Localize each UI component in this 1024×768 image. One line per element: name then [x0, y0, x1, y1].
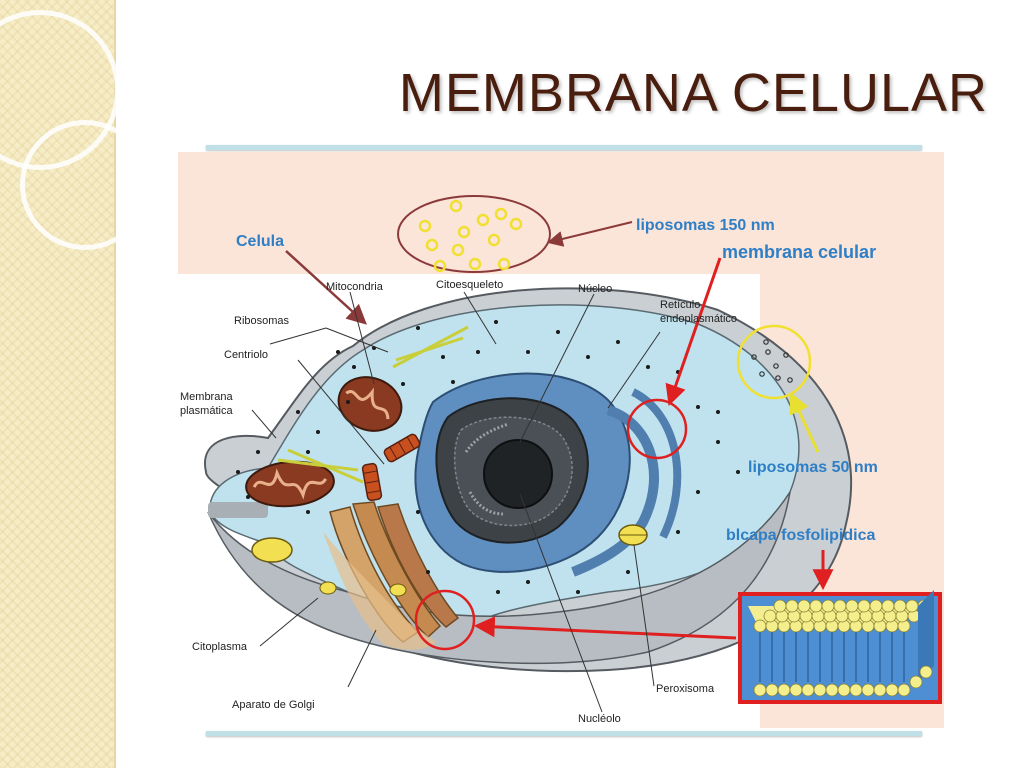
chromatin: [464, 422, 509, 453]
label-liposomas-50: liposomas 50 nm: [748, 459, 878, 476]
vesicle: [319, 581, 337, 595]
label-membrana-celular: membrana celular: [722, 242, 876, 262]
slide-title: MEMBRANA CELULAR: [398, 63, 988, 123]
label-celula: Celula: [236, 233, 284, 250]
label-centriolo: Centriolo: [224, 349, 268, 361]
rough-er: [571, 405, 660, 577]
liposome-50nm: [751, 339, 793, 383]
frame-top-line: [206, 145, 922, 150]
nucleolus: [483, 439, 553, 509]
frame-bottom-line: [206, 731, 922, 736]
label-citoplasma: Citoplasma: [192, 641, 248, 653]
label-reticulo: Retículo: [660, 299, 700, 311]
arrow-membrana-celular: [665, 257, 722, 406]
label-peroxisoma: Peroxisoma: [656, 683, 715, 695]
liposome-150nm: [418, 199, 523, 273]
arrow-liposomas-150: [546, 221, 633, 247]
cell-diagram: Mitocondria Citoesqueleto Núcleo Retícul…: [178, 152, 944, 728]
golgi-apparatus: [323, 501, 460, 650]
vesicle: [389, 583, 407, 597]
centriole: [383, 433, 421, 463]
label-mitocondria: Mitocondria: [326, 281, 384, 293]
membrane-highlight-circle: [626, 398, 688, 460]
liposomes-50nm-group: [736, 324, 812, 400]
decorative-side-band: [0, 0, 150, 768]
label-bicapa: blcapa fosfolipidica: [726, 527, 875, 544]
centriole: [361, 462, 383, 502]
cell-cut-notch: [208, 502, 268, 518]
label-citoesqueleto: Citoesqueleto: [436, 279, 503, 291]
label-reticulo: endoplasmático: [660, 313, 737, 325]
arrow-liposomas-50: [789, 392, 820, 453]
arrow-celula: [285, 250, 367, 325]
phospholipid-bilayer-image: [738, 590, 942, 704]
label-membrana-plasmatica: plasmática: [180, 405, 233, 417]
mitochondrion: [245, 460, 335, 508]
cytoskeleton-fibers: [277, 325, 469, 484]
mitochondrion: [337, 376, 403, 432]
arrow-to-membrane: [473, 616, 737, 640]
label-leader-lines: [251, 291, 661, 713]
label-membrana-plasmatica: Membrana: [180, 391, 233, 403]
label-liposomas-150: liposomas 150 nm: [636, 217, 775, 234]
label-ribosomas: Ribosomas: [234, 315, 290, 327]
ribosome-dots: [236, 320, 740, 594]
decorative-ring: [20, 120, 150, 250]
label-nucleolo: Nucléolo: [578, 713, 621, 725]
vesicle: [251, 537, 293, 563]
label-golgi: Aparato de Golgi: [232, 699, 315, 711]
label-nucleo: Núcleo: [578, 283, 612, 295]
